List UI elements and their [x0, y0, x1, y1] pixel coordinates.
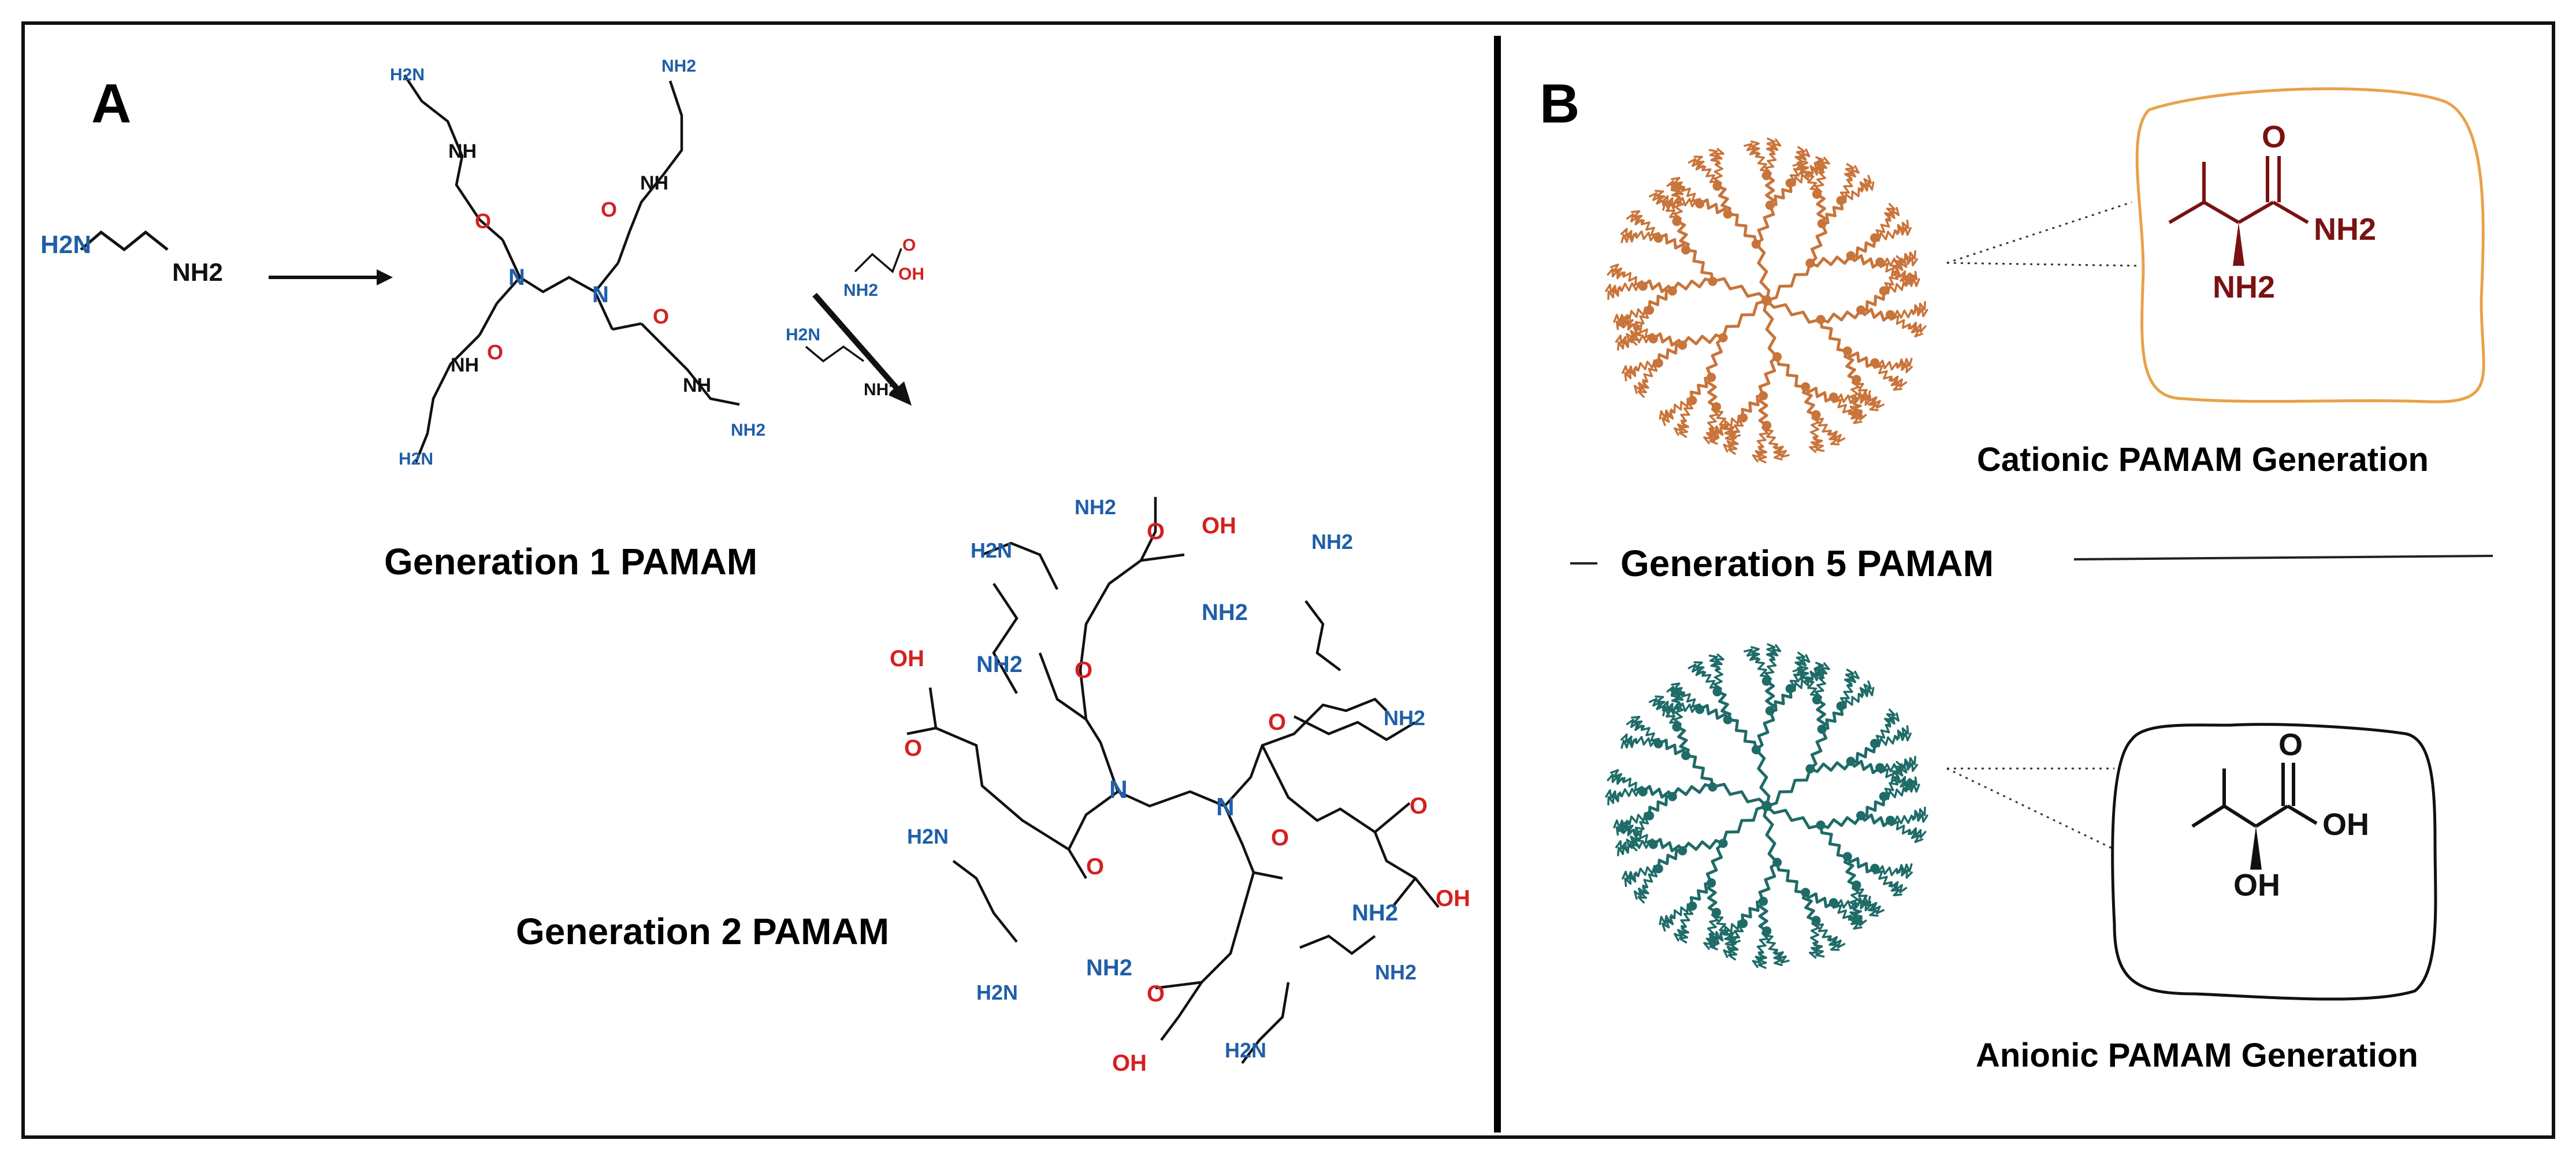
- gen2-h2n-2: H2N: [907, 825, 949, 848]
- anionic-oh-acid: OH: [2322, 807, 2369, 842]
- gen2-nh2-4: NH2: [1086, 955, 1133, 981]
- panel-a-letter: A: [91, 73, 132, 135]
- gen2-oh-1: OH: [890, 646, 924, 671]
- gen2-nh2-3: NH2: [1352, 900, 1399, 926]
- gen1-nh-4: NH: [683, 374, 712, 396]
- gen2-o-2: O: [904, 736, 923, 761]
- gen2-h2n-5: NH2: [1075, 495, 1117, 519]
- cationic-o-label: O: [2262, 120, 2287, 154]
- gen1-o-4: O: [653, 305, 670, 328]
- gen2-h2n-4: H2N: [1225, 1038, 1267, 1062]
- cationic-connector: [1946, 201, 2141, 267]
- gen2-caption: Generation 2 PAMAM: [516, 911, 889, 952]
- cationic-caption: Cationic PAMAM Generation: [1977, 441, 2429, 478]
- gen1-n-right: N: [592, 282, 609, 307]
- gen2-nh2-2: NH2: [976, 652, 1023, 677]
- panel-b-letter: B: [1540, 73, 1580, 135]
- gen2-o-7: O: [1268, 710, 1287, 735]
- gen1-o-2: O: [601, 198, 618, 221]
- reaction-arrow-1: [269, 269, 393, 285]
- gen2-h2n-3: NH2: [1384, 706, 1426, 730]
- gen2-oh-2: OH: [1202, 513, 1236, 539]
- gen1-n-left: N: [508, 265, 525, 290]
- edta-nh2-label: NH2: [172, 258, 224, 287]
- gen2-o-4: O: [1147, 981, 1165, 1007]
- reaction-arrow-2: [805, 248, 912, 406]
- anionic-oh-alpha: OH: [2233, 868, 2280, 903]
- gen2-o-1: O: [1147, 519, 1165, 544]
- gen2-oh-3: OH: [1436, 886, 1470, 911]
- reagent-oh: OH: [898, 265, 924, 284]
- gen2-structure: [906, 497, 1440, 1064]
- anionic-dendrimer: [1605, 643, 1928, 969]
- reagent-nh2: NH2: [843, 281, 879, 300]
- gen2-nh2-1: NH2: [1202, 600, 1248, 625]
- cationic-box: [2135, 87, 2485, 403]
- gen1-o-3: O: [487, 340, 504, 364]
- gen1-h2n-2: NH2: [661, 57, 697, 76]
- cationic-molecule: [2168, 156, 2309, 266]
- gen1-h2n-4: NH2: [731, 421, 766, 440]
- edta-h2n-label: H2N: [40, 231, 92, 259]
- figure-border: [21, 21, 2555, 1139]
- gen2-h2n-6: NH2: [1311, 530, 1354, 554]
- cationic-nh2-alpha: NH2: [2213, 270, 2276, 305]
- anionic-molecule: [2191, 763, 2318, 870]
- gen2-oh-4: OH: [1112, 1050, 1147, 1076]
- anionic-connector: [1946, 767, 2115, 851]
- gen2-o-6: O: [1086, 854, 1105, 879]
- gen2-h2n-1: H2N: [971, 539, 1013, 562]
- gen1-nh-2: NH: [640, 172, 669, 194]
- gen1-caption: Generation 1 PAMAM: [384, 541, 757, 582]
- reagent-o: O: [902, 236, 916, 255]
- reagent2-h2n: H2N: [786, 325, 821, 344]
- gen2-o-3: O: [1410, 793, 1428, 819]
- gen5-rule-right: [2073, 555, 2493, 560]
- gen1-o-1: O: [475, 209, 492, 233]
- gen2-o-8: O: [1271, 825, 1289, 851]
- gen2-n-right: N: [1216, 793, 1235, 821]
- gen1-nh-1: NH: [448, 140, 477, 162]
- anionic-o-label: O: [2278, 727, 2303, 762]
- gen2-n-left: N: [1109, 775, 1128, 804]
- anionic-box: [2111, 723, 2437, 1001]
- gen2-o-5: O: [1075, 658, 1093, 683]
- cationic-dendrimer: [1605, 138, 1928, 463]
- gen1-structure: [403, 74, 740, 463]
- gen5-caption: Generation 5 PAMAM: [1620, 543, 1994, 584]
- anionic-caption: Anionic PAMAM Generation: [1976, 1037, 2418, 1074]
- gen2-h2n-8: NH2: [1375, 960, 1417, 984]
- reagent2-nh2: NH2: [864, 380, 899, 399]
- gen1-nh-3: NH: [451, 354, 479, 376]
- ethylenediamine-structure: [80, 230, 169, 252]
- gen2-h2n-7: H2N: [976, 981, 1018, 1004]
- gen1-h2n-3: H2N: [399, 450, 434, 469]
- gen1-h2n-1: H2N: [390, 65, 425, 84]
- cationic-nh2-amide: NH2: [2314, 212, 2377, 247]
